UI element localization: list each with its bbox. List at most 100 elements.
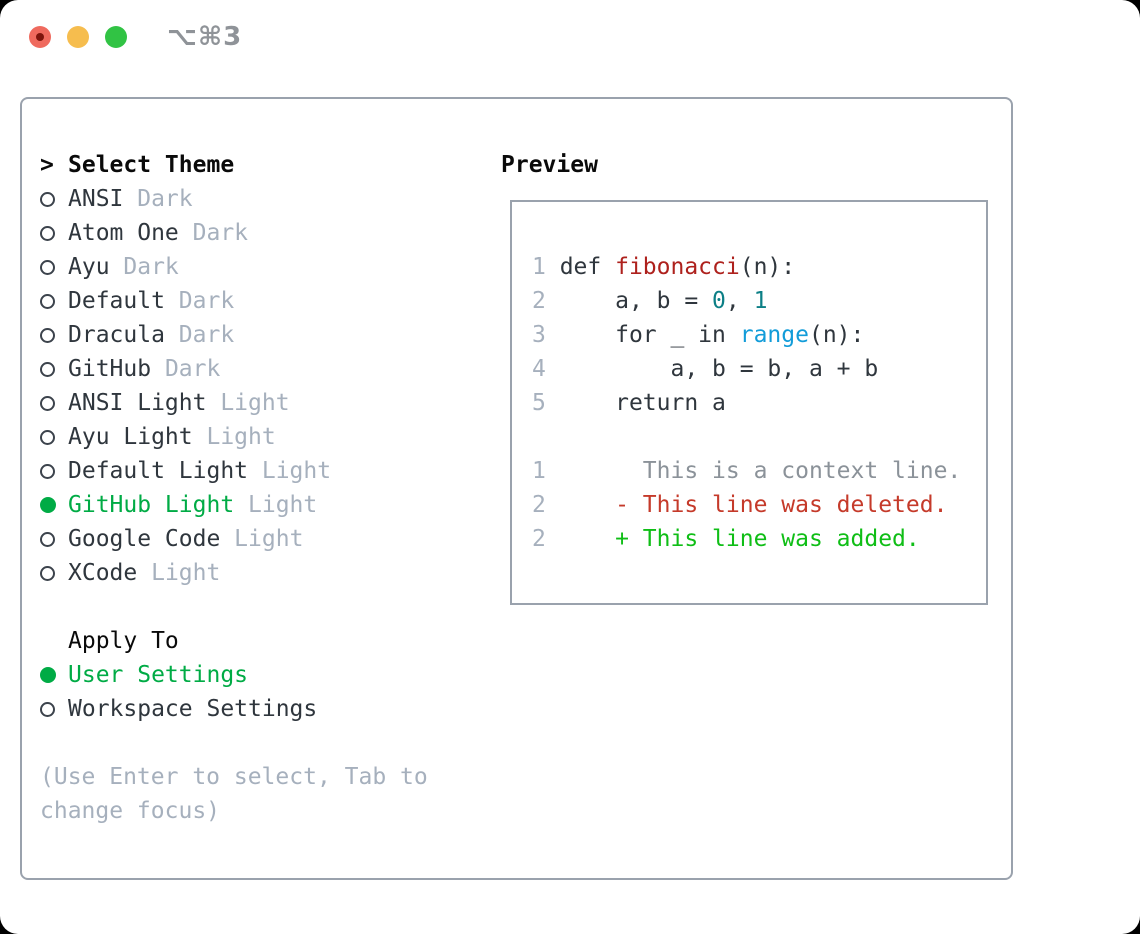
- code-segment: def: [559, 254, 616, 280]
- theme-variant-tag: Light: [192, 424, 276, 450]
- code-segment: a, b =: [559, 288, 713, 314]
- theme-name: Default Light: [68, 458, 249, 484]
- code-segment: This is a context line.: [559, 458, 962, 484]
- preview-title: Preview: [501, 152, 598, 178]
- code-segment: ,: [725, 288, 754, 314]
- preview-column: Preview 1 def fibonacci(n):2 a, b = 0, 1…: [501, 148, 988, 605]
- theme-option[interactable]: Ayu Dark: [40, 250, 428, 284]
- theme-option[interactable]: GitHub Dark: [40, 352, 428, 386]
- line-number: 2: [532, 492, 560, 518]
- line-number: 3: [532, 322, 560, 348]
- theme-variant-tag: Light: [220, 526, 304, 552]
- theme-option[interactable]: Atom One Dark: [40, 216, 428, 250]
- theme-variant-tag: Dark: [151, 356, 221, 382]
- line-number: 4: [532, 356, 560, 382]
- code-line: 2 + This line was added.: [532, 522, 986, 556]
- code-segment: (n):: [739, 254, 796, 280]
- spacer: [40, 726, 428, 760]
- code-segment: return a: [559, 390, 726, 416]
- line-number: 1: [532, 254, 560, 280]
- code-line: 1 def fibonacci(n):: [532, 250, 986, 284]
- code-segment: 1: [753, 288, 768, 314]
- theme-option[interactable]: GitHub Light Light: [40, 488, 428, 522]
- code-segment: for _ in: [559, 322, 740, 348]
- apply-to-name: Workspace Settings: [68, 696, 318, 722]
- theme-option[interactable]: ANSI Light Light: [40, 386, 428, 420]
- radio-icon: [40, 531, 55, 547]
- code-line: 1 This is a context line.: [532, 454, 986, 488]
- code-segment: + This line was added.: [559, 526, 920, 552]
- prompt-caret-icon: >: [40, 152, 54, 178]
- apply-to-option[interactable]: Workspace Settings: [40, 692, 428, 726]
- theme-variant-tag: Light: [234, 492, 318, 518]
- radio-icon: [40, 429, 55, 445]
- theme-option[interactable]: Google Code Light: [40, 522, 428, 556]
- code-segment: 0: [712, 288, 726, 314]
- code-segment: (n):: [808, 322, 865, 348]
- code-line: 5 return a: [532, 386, 986, 420]
- radio-icon: [40, 293, 55, 309]
- theme-variant-tag: Light: [206, 390, 290, 416]
- code-segment: fibonacci: [615, 254, 740, 280]
- theme-option[interactable]: ANSI Dark: [40, 182, 428, 216]
- radio-icon: [40, 497, 56, 513]
- theme-name: Ayu Light: [68, 424, 193, 450]
- code-segment: a, b = b, a + b: [559, 356, 879, 382]
- radio-icon: [40, 395, 55, 411]
- apply-to-name: User Settings: [68, 662, 249, 688]
- preview-header-row: Preview: [501, 148, 988, 182]
- radio-icon: [40, 327, 55, 343]
- apply-to-header-row: Apply To: [40, 624, 428, 658]
- radio-icon: [40, 361, 55, 377]
- apply-to-title: Apply To: [68, 628, 179, 654]
- select-theme-header: > Select Theme: [40, 148, 428, 182]
- theme-variant-tag: Dark: [109, 254, 179, 280]
- radio-icon: [40, 701, 55, 717]
- theme-name: GitHub Light: [68, 492, 235, 518]
- theme-option[interactable]: XCode Light: [40, 556, 428, 590]
- radio-icon: [40, 463, 55, 479]
- theme-variant-tag: Dark: [164, 288, 235, 314]
- theme-option[interactable]: Default Light Light: [40, 454, 428, 488]
- select-theme-title: Select Theme: [68, 152, 235, 178]
- close-button[interactable]: [29, 26, 51, 48]
- radio-icon: [40, 259, 55, 275]
- theme-name: Atom One: [68, 220, 179, 246]
- theme-variant-tag: Dark: [178, 220, 249, 246]
- theme-name: GitHub: [68, 356, 152, 382]
- help-text-line-2: change focus): [40, 794, 428, 828]
- apply-to-option[interactable]: User Settings: [40, 658, 428, 692]
- minimize-button[interactable]: [67, 26, 89, 48]
- theme-name: Dracula: [68, 322, 165, 348]
- radio-icon: [40, 225, 55, 241]
- zoom-button[interactable]: [105, 26, 127, 48]
- theme-name: Default: [68, 288, 165, 314]
- code-blank-line: [532, 420, 986, 454]
- line-number: 1: [532, 458, 560, 484]
- line-number: 2: [532, 288, 560, 314]
- theme-variant-tag: Dark: [123, 186, 193, 212]
- theme-option[interactable]: Ayu Light Light: [40, 420, 428, 454]
- code-segment: range: [739, 322, 809, 348]
- radio-icon: [40, 565, 55, 581]
- code-line: 2 - This line was deleted.: [532, 488, 986, 522]
- theme-option[interactable]: Dracula Dark: [40, 318, 428, 352]
- code-line: 3 for _ in range(n):: [532, 318, 986, 352]
- theme-variant-tag: Dark: [164, 322, 235, 348]
- code-line: 4 a, b = b, a + b: [532, 352, 986, 386]
- theme-name: XCode: [68, 560, 138, 586]
- theme-name: Ayu: [68, 254, 110, 280]
- theme-name: Google Code: [68, 526, 221, 552]
- theme-option[interactable]: Default Dark: [40, 284, 428, 318]
- theme-variant-tag: Light: [137, 560, 221, 586]
- theme-name: ANSI Light: [68, 390, 207, 416]
- window-title: ⌥⌘3: [167, 22, 243, 52]
- theme-variant-tag: Light: [248, 458, 332, 484]
